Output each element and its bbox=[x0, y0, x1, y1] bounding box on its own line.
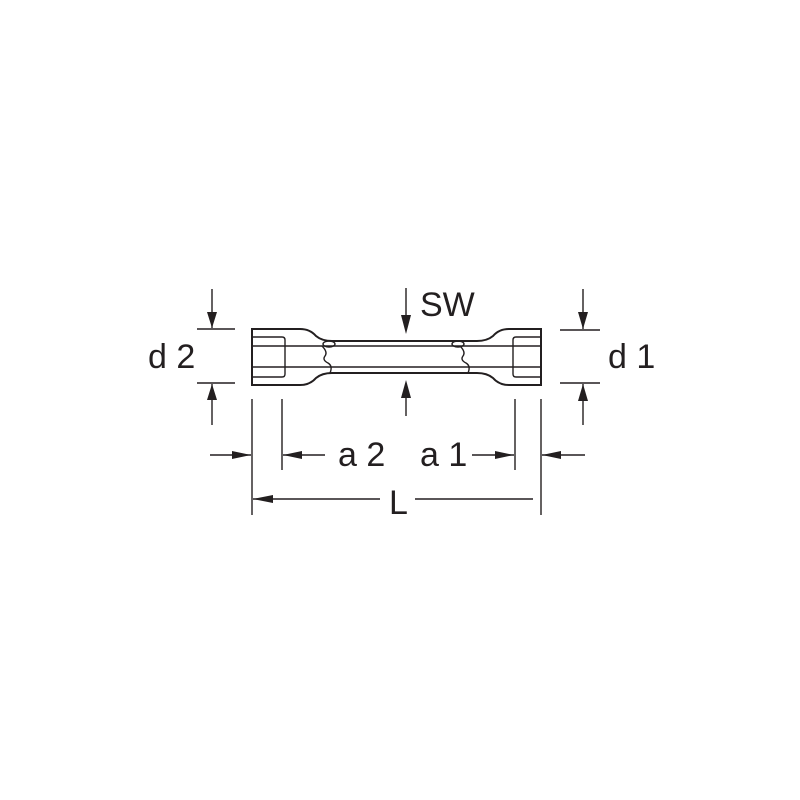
label-d1: d 1 bbox=[608, 338, 655, 376]
label-sw: SW bbox=[420, 286, 475, 324]
dimension-d1: d 1 bbox=[560, 289, 655, 425]
spanner-outline bbox=[251, 328, 542, 386]
dimension-a: a 2 a 1 bbox=[210, 436, 585, 474]
label-a1: a 1 bbox=[420, 436, 467, 474]
dimension-d2: d 2 bbox=[148, 289, 235, 425]
label-a2: a 2 bbox=[338, 436, 385, 474]
dimension-length: L bbox=[253, 484, 533, 522]
extension-lines bbox=[251, 399, 542, 515]
dimension-sw: SW bbox=[401, 286, 475, 416]
label-d2: d 2 bbox=[148, 338, 195, 376]
label-length: L bbox=[389, 484, 408, 522]
